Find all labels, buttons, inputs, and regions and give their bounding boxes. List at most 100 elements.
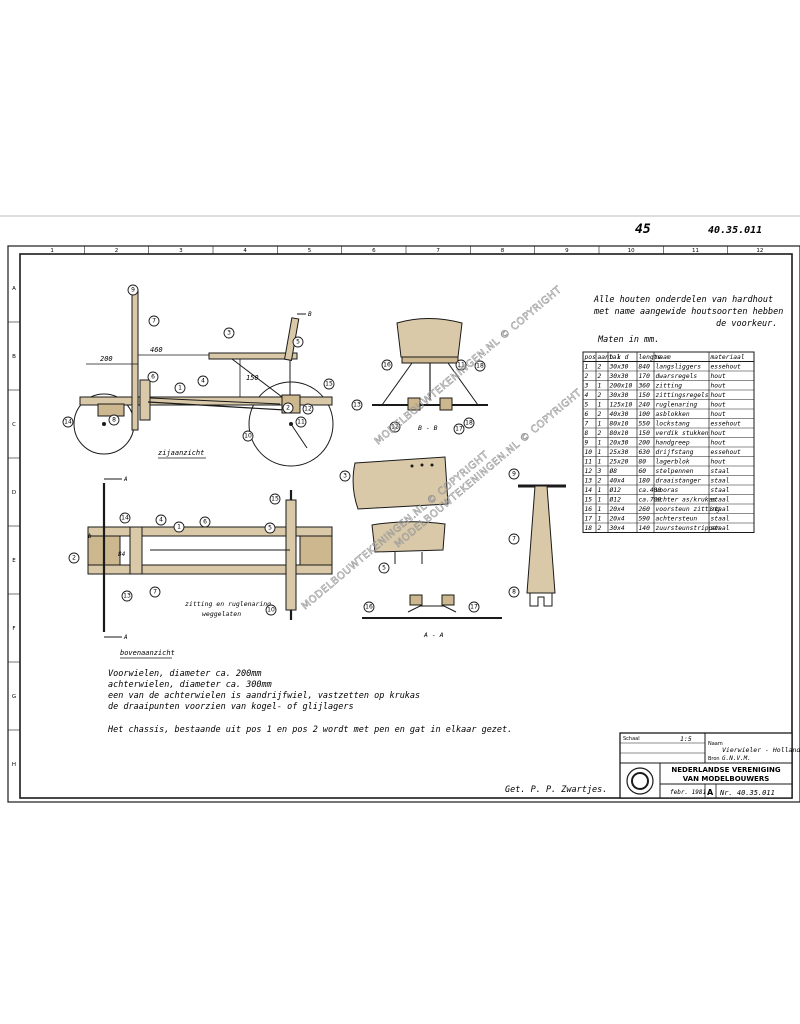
parts-table-cell: hout: [711, 391, 726, 399]
callout-bubble: [363, 601, 375, 613]
grid-row-G: G: [12, 694, 16, 700]
parts-table-cell: 1: [598, 497, 602, 504]
wheel-notes: Voorwielen, diameter ca. 200mm achterwie…: [107, 669, 607, 795]
callout-pos-10: 10: [265, 604, 277, 616]
parts-table-cell: draaistanger: [656, 477, 702, 485]
parts-table-cell: ca.400: [639, 487, 662, 494]
tb-scale-value: 1:5: [680, 735, 692, 743]
parts-table-cell: 1: [585, 364, 589, 371]
callout-number: 2: [72, 555, 76, 562]
bearing-right-section: [439, 397, 453, 411]
callout-number: 12: [304, 406, 312, 413]
general-notes: Alle houten onderdelen van hardhout met …: [593, 295, 783, 345]
parts-table-cell: staal: [711, 477, 730, 485]
parts-table-cell: Ø8: [610, 467, 618, 475]
parts-table-cell: achtersteun: [656, 515, 698, 523]
dim-150: 150: [246, 374, 259, 382]
parts-table-cell: 40x4: [610, 478, 625, 485]
callout-pos-11: 11: [455, 359, 467, 371]
callout-pos-16: 16: [381, 359, 393, 371]
parts-table-cell: 1: [598, 383, 602, 390]
nvm-logo: [626, 767, 654, 795]
bearing-left-section: [407, 397, 421, 411]
callout-bubble: [121, 590, 133, 602]
parts-table-cell: 1: [598, 421, 602, 428]
parts-table-cell: 30x30: [609, 392, 629, 399]
callout-pos-18: 18: [463, 417, 475, 429]
parts-table-cell: 1: [598, 516, 602, 523]
parts-table-cell: 12: [585, 468, 593, 475]
grid-col-12: 12: [756, 248, 763, 254]
grid-col-1: 1: [50, 248, 54, 254]
grid-col-5: 5: [308, 248, 312, 254]
rear-wheel-side: [248, 381, 334, 467]
callout-number: 7: [153, 589, 157, 596]
dim-200: 200: [100, 355, 113, 363]
callout-pos-8: 8: [508, 586, 520, 598]
callout-number: 1: [177, 524, 181, 531]
callout-number: 4: [201, 378, 205, 385]
top-rear-block: [299, 535, 333, 566]
parts-table-cell: 3: [584, 383, 589, 390]
callout-number: 5: [268, 525, 272, 532]
parts-table-cell: 170: [639, 373, 651, 380]
steering-lever-side: [131, 289, 139, 431]
drive-rod-side-1: [147, 401, 286, 411]
note-wheels-2: achterwielen, diameter ca. 300mm: [108, 680, 272, 690]
parts-table-cell: 2: [598, 430, 602, 437]
parts-table-cell: 240: [639, 402, 651, 409]
nvm-logo-inner: [631, 772, 649, 790]
parts-table-cell: 20x4: [610, 506, 625, 513]
parts-table-cell: 360: [638, 383, 651, 390]
side-view: 460 200 150 B zijaanzicht: [73, 289, 334, 467]
grid-col-10: 10: [628, 248, 635, 254]
parts-table-cell: achter as/krukas: [656, 496, 717, 504]
parts-table-cell: hout: [711, 372, 726, 380]
section-bb-view: B - B: [372, 318, 488, 432]
steering-bracket: [407, 605, 457, 613]
note-wheels-4: de draaipunten voorzien van kogel- of gl…: [108, 702, 354, 712]
seat-detail-view: [352, 456, 449, 564]
part-callouts: 1234567891011121314151617181274510131415…: [62, 284, 520, 616]
callout-pos-18: 18: [474, 360, 486, 372]
callout-bubble: [127, 284, 139, 296]
parts-table-cell: hout: [711, 458, 726, 466]
callout-pos-1: 1: [174, 382, 186, 394]
parts-table-cell: essehout: [711, 420, 742, 428]
callout-pos-6: 6: [147, 371, 159, 383]
callout-bubble: [282, 402, 294, 414]
parts-table-cell: staal: [711, 467, 730, 475]
parts-table-cell: staal: [711, 496, 730, 504]
callout-number: 8: [512, 589, 516, 596]
callout-pos-5: 5: [292, 336, 304, 348]
parts-table-cell: 7: [585, 421, 589, 428]
callout-number: 11: [457, 362, 465, 369]
section-aa-label: A - A: [423, 631, 444, 639]
seat-hole-2: [420, 463, 424, 467]
parts-table-cell: 1: [598, 402, 602, 409]
callout-number: 17: [470, 604, 478, 611]
callout-bubble: [68, 552, 80, 564]
callout-bubble: [339, 470, 351, 482]
callout-bubble: [174, 382, 186, 394]
parts-table-cell: handgreep: [656, 440, 690, 447]
parts-table-cell: 9: [585, 440, 589, 447]
callout-number: 15: [325, 381, 333, 388]
callout-number: 6: [151, 374, 155, 381]
parts-table-header-cell: materiaal: [710, 353, 745, 361]
seat-side: [208, 352, 298, 360]
parts-table-cell: 4: [585, 392, 589, 399]
callout-bubble: [155, 514, 167, 526]
parts-table-cell: 125x10: [610, 402, 633, 409]
parts-table-cell: 140: [639, 525, 651, 532]
grid-row-A: A: [12, 286, 16, 292]
parts-table-header-cell: b x d: [610, 354, 629, 361]
grid-col-7: 7: [436, 248, 440, 254]
callout-pos-4: 4: [155, 514, 167, 526]
